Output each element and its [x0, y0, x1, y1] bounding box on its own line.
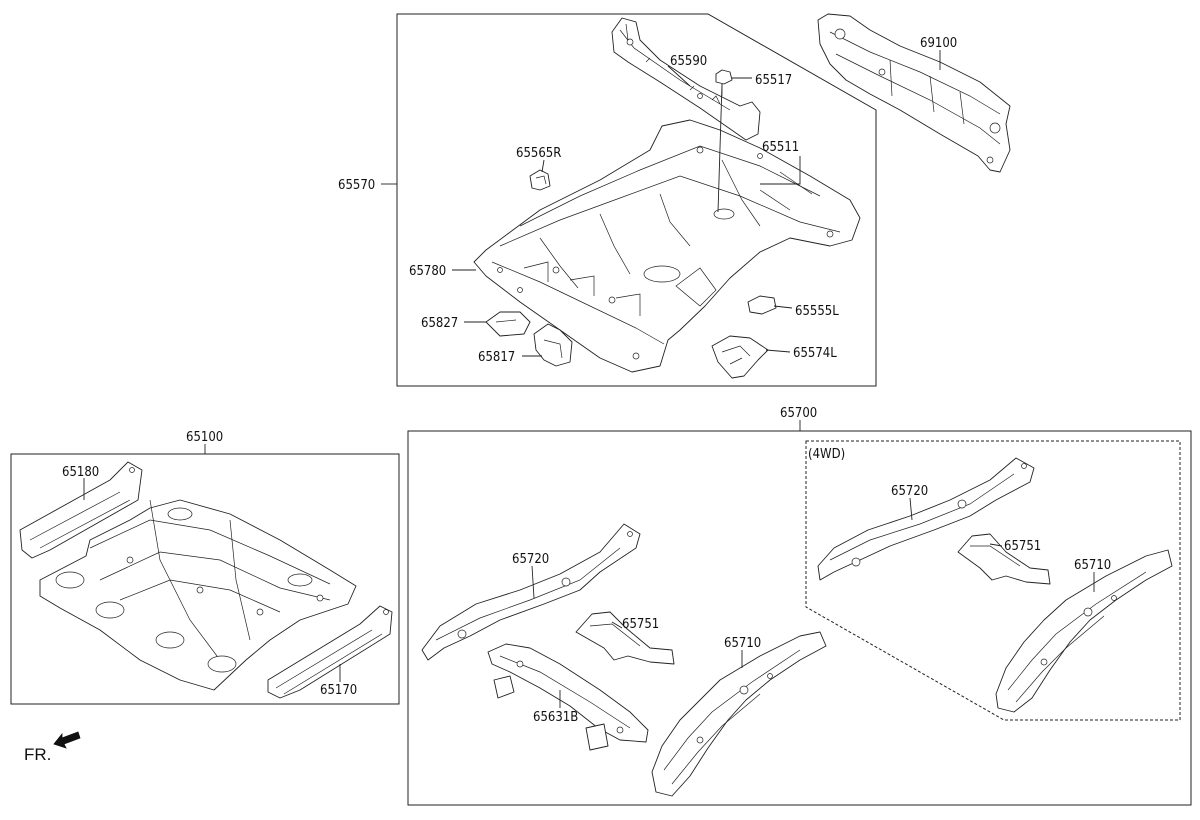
leader-65751-4wd [989, 543, 1003, 547]
part-65180-rail[interactable] [19, 461, 143, 559]
leader-65511 [760, 156, 801, 185]
label-65517: 65517 [755, 73, 792, 88]
part-65555L-bracket[interactable] [747, 295, 777, 315]
label-65751: 65751 [622, 617, 659, 632]
part-65710-member[interactable] [651, 631, 827, 797]
part-65751-4wd-bracket[interactable] [957, 533, 1051, 585]
label-65720: 65720 [512, 552, 549, 567]
part-65827-bracket[interactable] [485, 311, 531, 337]
label-4wd: (4WD) [808, 447, 845, 462]
label-65574L: 65574L [793, 346, 837, 361]
part-69100-rear-panel[interactable] [817, 13, 1011, 173]
label-65700: 65700 [780, 406, 817, 421]
label-65817: 65817 [478, 350, 515, 365]
label-65710-4wd: 65710 [1074, 558, 1111, 573]
four-wd-frame [805, 440, 1181, 721]
label-65180: 65180 [62, 465, 99, 480]
label-65590: 65590 [670, 54, 707, 69]
label-65555L: 65555L [795, 304, 839, 319]
label-65100: 65100 [186, 430, 223, 445]
leader-65574L [765, 349, 791, 353]
part-65590-crossmember[interactable] [611, 17, 761, 141]
leader-65590 [667, 65, 691, 87]
leader-65720-4wd [909, 497, 913, 521]
label-65720-4wd: 65720 [891, 484, 928, 499]
label-65570: 65570 [338, 178, 375, 193]
label-65631B: 65631B [533, 710, 578, 725]
front-indicator: FR. [24, 731, 81, 764]
part-65720-4wd-member[interactable] [817, 457, 1035, 581]
label-65827: 65827 [421, 316, 458, 331]
part-65720-member[interactable] [421, 523, 641, 661]
label-65751-4wd: 65751 [1004, 539, 1041, 554]
leader-65565R [541, 159, 545, 173]
label-65511: 65511 [762, 140, 799, 155]
part-65710-4wd-member[interactable] [995, 549, 1173, 713]
leader-65555L [773, 305, 793, 309]
part-65565R-bracket[interactable] [529, 169, 551, 191]
part-65751-bracket[interactable] [575, 611, 675, 665]
leader-65720 [531, 565, 535, 599]
front-arrow-icon [53, 731, 81, 749]
rear-floor-frame [396, 13, 877, 387]
label-65710: 65710 [724, 636, 761, 651]
label-65170: 65170 [320, 683, 357, 698]
part-65170-rail[interactable] [267, 605, 393, 699]
front-label: FR. [24, 745, 51, 764]
part-65574L-bracket[interactable] [711, 335, 769, 379]
label-69100: 69100 [920, 36, 957, 51]
side-members-frame [407, 430, 1192, 806]
part-65817-bracket[interactable] [533, 323, 573, 367]
label-65565R: 65565R [516, 146, 561, 161]
leader-65751 [611, 621, 623, 629]
part-65517-bracket[interactable] [715, 69, 733, 96]
part-65631B-member[interactable] [487, 643, 649, 751]
part-front-floor-panel[interactable] [39, 499, 357, 691]
label-65780: 65780 [409, 264, 446, 279]
part-65511-rear-floor-panel[interactable] [473, 119, 861, 373]
leader-65517-shaft [717, 83, 723, 213]
